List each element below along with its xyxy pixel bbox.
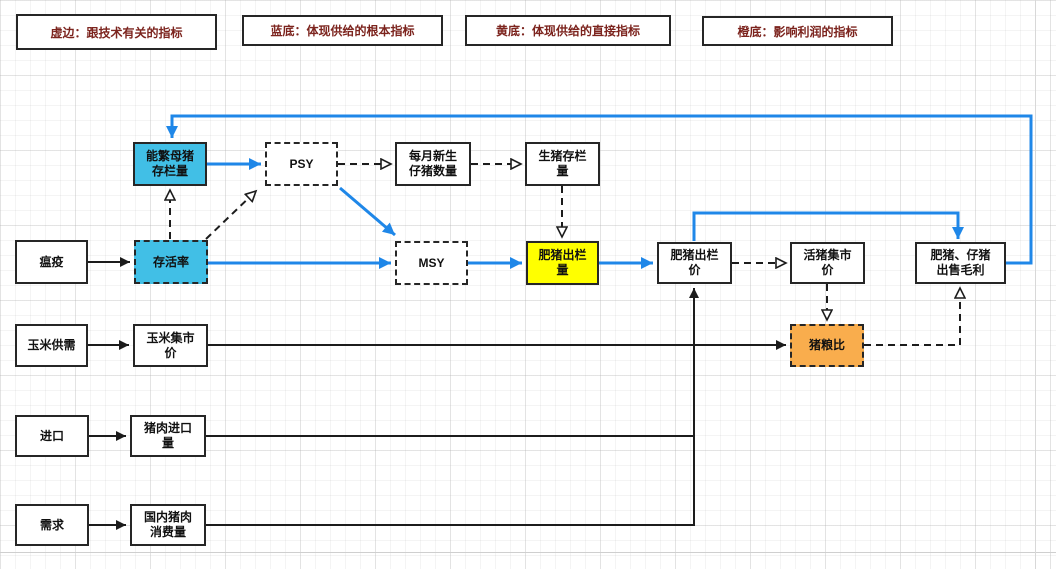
node-plague[interactable]: 瘟疫 (15, 240, 88, 284)
node-pork-import-volume[interactable]: 猪肉进口量 (130, 415, 206, 457)
legend-blue-fill[interactable]: 蓝底：体现供给的根本指标 (242, 15, 443, 46)
node-hog-grain-ratio[interactable]: 猪粮比 (790, 324, 864, 367)
node-msy[interactable]: MSY (395, 241, 468, 285)
legend-yellow-fill[interactable]: 黄底：体现供给的直接指标 (465, 15, 671, 46)
legend-dashed-border[interactable]: 虚边：跟技术有关的指标 (16, 14, 217, 50)
node-sow-inventory[interactable]: 能繁母猪存栏量 (133, 142, 207, 186)
edge-hog-grain-ratio-to-gross-profit[interactable] (864, 288, 960, 346)
node-corn-market-price[interactable]: 玉米集市价 (133, 324, 208, 367)
page-boundary-bottom (0, 552, 1056, 553)
node-survival-rate[interactable]: 存活率 (134, 240, 208, 284)
edge-gross-profit-feedback-to-sow-inventory[interactable] (166, 114, 1033, 265)
node-psy[interactable]: PSY (265, 142, 338, 186)
edge-domestic-consumption-to-fat-hog-price[interactable] (206, 288, 699, 526)
legend-orange-fill[interactable]: 橙底：影响利润的指标 (702, 16, 893, 46)
node-domestic-pork-consumption[interactable]: 国内猪肉消费量 (130, 504, 206, 546)
edge-survival-rate-to-psy[interactable] (205, 191, 256, 240)
node-live-hog-inventory[interactable]: 生猪存栏量 (525, 142, 600, 186)
node-fat-hog-output-price[interactable]: 肥猪出栏价 (657, 242, 732, 284)
page-boundary-right (1035, 0, 1036, 569)
edge-psy-to-msy[interactable] (339, 186, 396, 237)
node-imports[interactable]: 进口 (15, 415, 89, 457)
node-monthly-newborn-piglets[interactable]: 每月新生仔猪数量 (395, 142, 471, 186)
node-live-hog-market-price[interactable]: 活猪集市价 (790, 242, 865, 284)
node-hog-piglet-gross-profit[interactable]: 肥猪、仔猪出售毛利 (915, 242, 1006, 284)
node-fat-hog-output-volume[interactable]: 肥猪出栏量 (526, 241, 599, 285)
edge-fat-hog-price-to-gross-profit[interactable] (692, 211, 964, 241)
node-corn-supply-demand[interactable]: 玉米供需 (15, 324, 88, 367)
node-demand[interactable]: 需求 (15, 504, 89, 546)
